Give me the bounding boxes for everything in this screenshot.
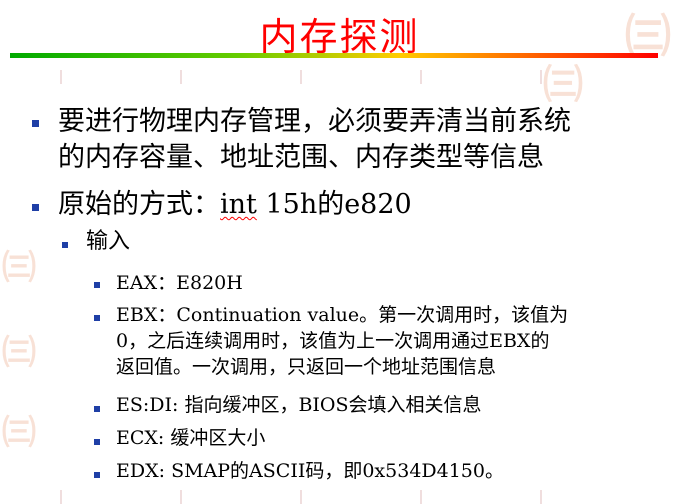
bg-dash: [540, 490, 542, 504]
bullet-suffix: 15h的e820: [256, 189, 412, 220]
seal-mark: ㈢: [543, 61, 583, 108]
bullet-text: ES:DI: 指向缓冲区，BIOS会填入相关信息: [116, 394, 482, 416]
bullet-square: [94, 315, 100, 321]
bullet-text: 原始的方式：int 15h的e820: [58, 187, 412, 223]
bullet-text: EAX：E820H: [116, 272, 243, 294]
bullet-square: [94, 282, 100, 288]
bullet-text: ECX: 缓冲区大小: [116, 427, 266, 449]
bullet-prefix: 原始的方式：: [58, 189, 220, 220]
bullet-square: [94, 472, 100, 478]
bg-dash: [180, 490, 182, 504]
title-gradient-bar: [10, 53, 658, 58]
bullet-text: 输入: [86, 229, 131, 254]
bg-dash: [300, 70, 302, 84]
bullet-square: [32, 120, 39, 127]
bullet-square: [32, 204, 39, 211]
bg-dash: [300, 490, 302, 504]
bullet-text: 0，之后连续调用时，该值为上一次调用通过EBX的: [116, 330, 550, 352]
bullet-text: EBX：Continuation value。第一次调用时，该值为: [116, 304, 569, 326]
bg-dash: [540, 70, 542, 84]
bullet-square: [94, 406, 100, 412]
seal-mark: ㈢: [2, 333, 36, 373]
code-keyword: int: [220, 189, 257, 220]
bullet-square: [94, 439, 100, 445]
bg-dash: [60, 70, 62, 84]
seal-mark: ㈢: [2, 413, 36, 453]
bullet-square: [62, 242, 68, 248]
bullet-text: 返回值。一次调用，只返回一个地址范围信息: [116, 356, 497, 378]
seal-mark: ㈢: [2, 248, 36, 288]
bullet-text: 要进行物理内存管理，必须要弄清当前系统: [58, 106, 571, 137]
bg-dash: [420, 490, 422, 504]
bg-dash: [60, 490, 62, 504]
slide-title: 内存探测: [259, 15, 420, 59]
bg-dash: [420, 70, 422, 84]
bg-dash: [180, 70, 182, 84]
bullet-text: 的内存容量、地址范围、内存类型等信息: [58, 142, 544, 173]
bullet-text: EDX: SMAP的ASCII码，即0x534D4150。: [116, 460, 504, 482]
